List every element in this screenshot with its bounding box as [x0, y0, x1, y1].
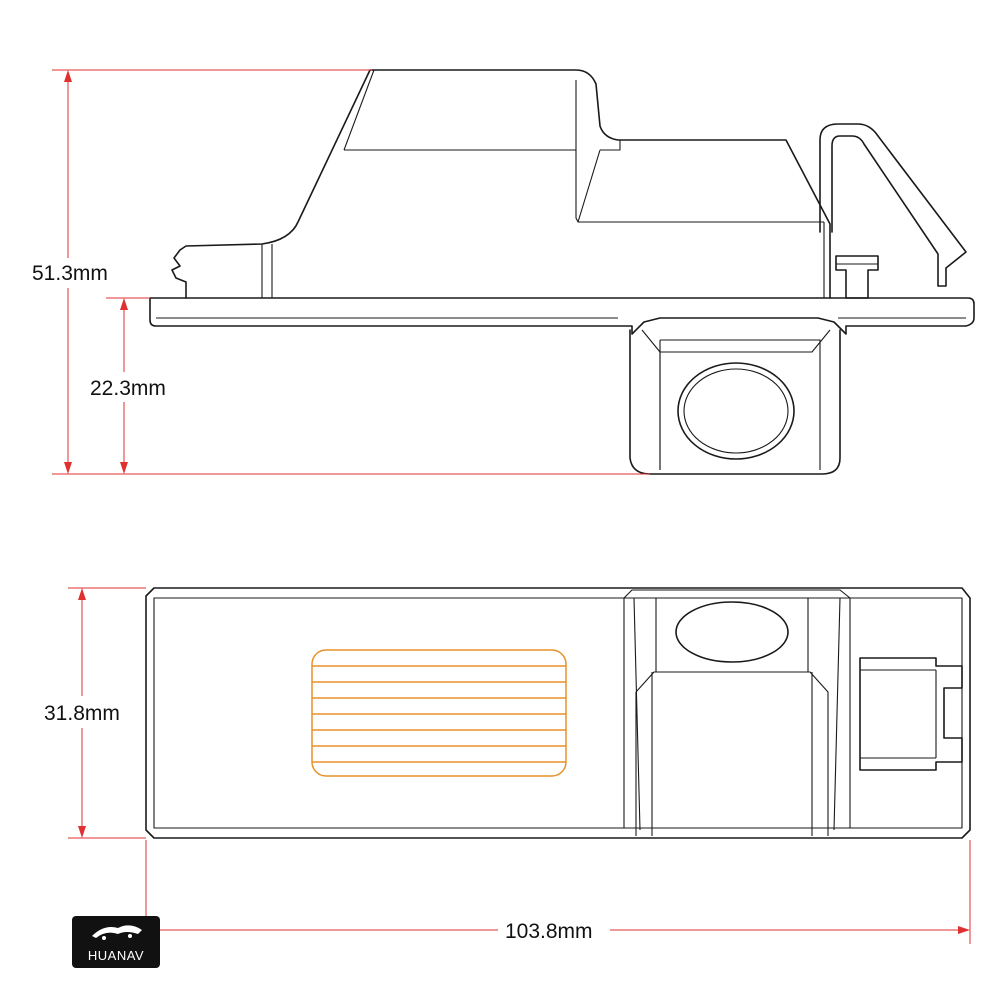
car-silhouette-icon [92, 925, 142, 938]
lens-assembly-top [623, 589, 851, 599]
housing-slope [343, 69, 375, 151]
top-lens [675, 601, 789, 663]
housing-bevel [577, 149, 601, 223]
side-view [149, 69, 975, 475]
mounting-clip [819, 123, 967, 287]
arrow-down [120, 462, 128, 474]
brand-logo: HUANAV [72, 916, 160, 968]
side-view-dimensions: 51.3mm 22.3mm [32, 69, 650, 475]
housing-step [344, 149, 824, 223]
dim-label-body-length: 103.8mm [505, 920, 593, 943]
top-connector [859, 657, 963, 771]
housing-body [171, 69, 831, 299]
lens-assembly-body [635, 671, 829, 836]
dim-label-lens-height: 22.3mm [90, 377, 166, 400]
lens-assembly-line-1 [633, 597, 641, 831]
dim-label-total-height: 51.3mm [32, 262, 108, 285]
top-view [145, 587, 971, 839]
connector-block [835, 255, 879, 299]
wheel-icon [128, 934, 132, 938]
arrow-down [64, 462, 72, 474]
arrow-down [78, 826, 86, 838]
logo-text: HUANAV [88, 948, 144, 963]
camera-lens [677, 362, 795, 460]
arrow-up [120, 298, 128, 310]
led-panel [311, 649, 567, 777]
mounting-plate [149, 297, 975, 335]
housing-notch [600, 140, 621, 151]
top-view-dimensions: 31.8mm 103.8mm [44, 587, 971, 944]
top-body-outline [145, 587, 971, 839]
top-body-inner [153, 597, 963, 829]
camera-lens-inner [683, 368, 789, 454]
dim-label-body-width: 31.8mm [44, 702, 120, 725]
wheel-icon [102, 936, 106, 940]
led-panel-frame [311, 649, 567, 777]
lens-assembly-line-2 [833, 597, 841, 831]
lens-housing-inner [660, 339, 821, 470]
arrow-right [958, 926, 970, 934]
lens-housing-bevel [641, 329, 831, 353]
arrow-up [64, 70, 72, 82]
lens-housing [629, 329, 841, 475]
arrow-up [78, 588, 86, 600]
